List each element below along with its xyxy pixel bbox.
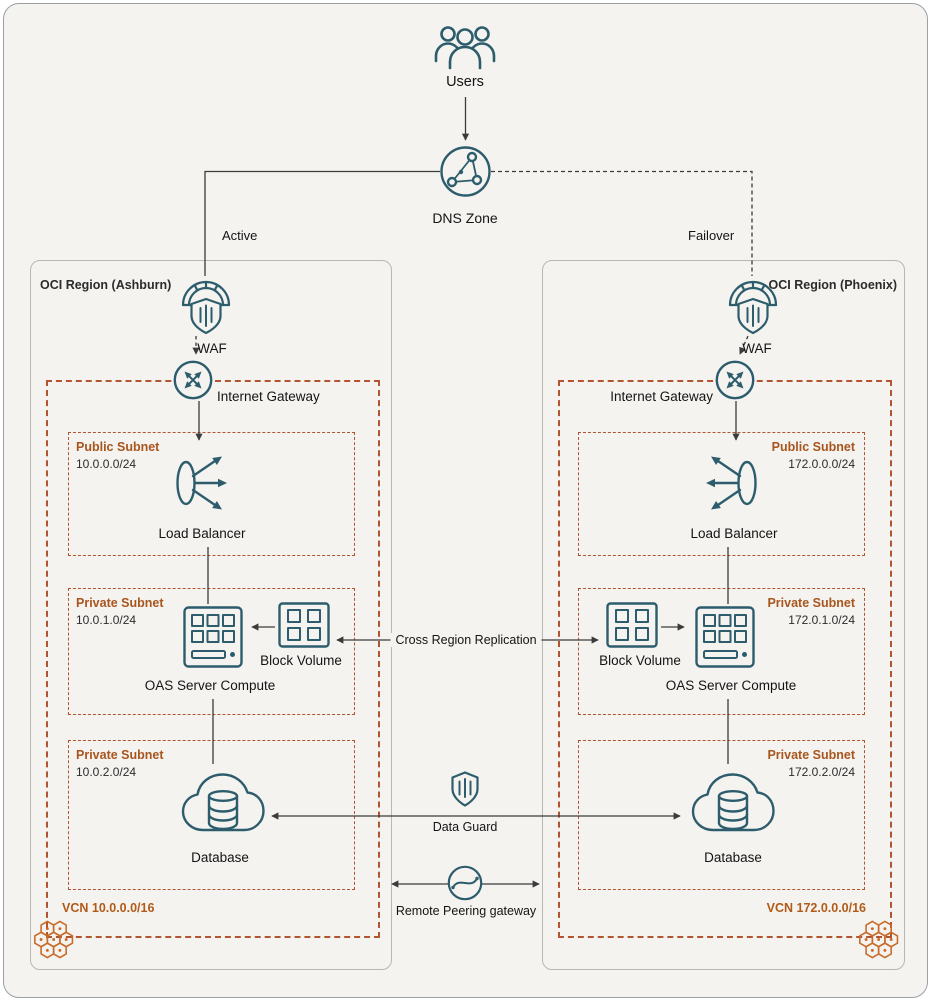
cross-region-replication-label: Cross Region Replication xyxy=(390,633,542,647)
internet-gateway-icon-phoenix xyxy=(715,360,755,400)
active-path-label: Active xyxy=(222,228,258,243)
waf-label-phoenix: WAF xyxy=(742,341,772,356)
public-subnet-title-ashburn: Public Subnet xyxy=(76,440,160,454)
block-volume-label-ashburn: Block Volume xyxy=(260,653,342,668)
load-balancer-label-phoenix: Load Balancer xyxy=(690,526,778,541)
block-volume-icon-ashburn xyxy=(278,602,330,648)
region-box-phoenix xyxy=(542,260,905,970)
public-subnet-cidr-phoenix: 172.0.0.0/24 xyxy=(788,457,855,471)
private-subnet-app-cidr-phoenix: 172.0.1.0/24 xyxy=(788,613,855,627)
private-subnet-app-box-phoenix xyxy=(578,588,865,715)
waf-icon-phoenix xyxy=(728,280,778,335)
public-subnet-title-phoenix: Public Subnet xyxy=(771,440,855,454)
oas-compute-label-ashburn: OAS Server Compute xyxy=(144,678,276,693)
remote-peering-gateway-label: Remote Peering gateway xyxy=(395,904,537,918)
oas-compute-icon-phoenix xyxy=(695,606,755,668)
data-guard-shield-icon xyxy=(451,771,479,807)
connector-waf-to-igw-phoenix xyxy=(739,335,749,355)
honeycomb-decoration-ashburn xyxy=(34,920,74,959)
dns-zone-label: DNS Zone xyxy=(432,210,498,226)
failover-path-label: Failover xyxy=(688,228,735,243)
private-subnet-db-title-ashburn: Private Subnet xyxy=(76,748,164,762)
private-subnet-app-box-ashburn xyxy=(68,588,355,715)
waf-label-ashburn: WAF xyxy=(197,341,227,356)
block-volume-label-phoenix: Block Volume xyxy=(599,653,681,668)
internet-gateway-icon-ashburn xyxy=(173,360,213,400)
oas-compute-icon-ashburn xyxy=(183,606,243,668)
private-subnet-db-cidr-ashburn: 10.0.2.0/24 xyxy=(76,765,137,779)
internet-gateway-label-phoenix: Internet Gateway xyxy=(610,389,713,404)
connector-dns-to-waf-phoenix xyxy=(491,170,753,276)
private-subnet-app-title-ashburn: Private Subnet xyxy=(76,596,164,610)
block-volume-icon-phoenix xyxy=(606,602,658,648)
vcn-box-ashburn xyxy=(46,380,380,938)
load-balancer-icon-ashburn xyxy=(176,456,227,510)
internet-gateway-label-ashburn: Internet Gateway xyxy=(217,389,320,404)
region-title-ashburn: OCI Region (Ashburn) xyxy=(40,278,172,292)
private-subnet-app-title-phoenix: Private Subnet xyxy=(767,596,855,610)
database-icon-ashburn xyxy=(181,773,265,832)
private-subnet-db-cidr-phoenix: 172.0.2.0/24 xyxy=(788,765,855,779)
users-icon xyxy=(434,26,496,70)
dns-zone-icon xyxy=(440,146,491,197)
database-label-phoenix: Database xyxy=(704,850,762,865)
public-subnet-cidr-ashburn: 10.0.0.0/24 xyxy=(76,457,137,471)
region-box-ashburn xyxy=(30,260,392,970)
waf-icon-ashburn xyxy=(181,280,231,335)
remote-peering-gateway-icon xyxy=(447,865,483,901)
honeycomb-decoration-phoenix xyxy=(859,920,899,959)
database-label-ashburn: Database xyxy=(191,850,249,865)
vcn-label-ashburn: VCN 10.0.0.0/16 xyxy=(62,901,155,915)
oas-compute-label-phoenix: OAS Server Compute xyxy=(665,678,797,693)
load-balancer-label-ashburn: Load Balancer xyxy=(158,526,246,541)
diagram-frame xyxy=(3,3,928,998)
users-label: Users xyxy=(446,74,484,90)
vcn-label-phoenix: VCN 172.0.0.0/16 xyxy=(766,901,866,915)
public-subnet-box-ashburn xyxy=(68,432,355,556)
public-subnet-box-phoenix xyxy=(578,432,865,556)
database-icon-phoenix xyxy=(691,773,775,832)
load-balancer-icon-phoenix xyxy=(706,456,757,510)
region-title-phoenix: OCI Region (Phoenix) xyxy=(768,278,897,292)
private-subnet-db-title-phoenix: Private Subnet xyxy=(767,748,855,762)
private-subnet-app-cidr-ashburn: 10.0.1.0/24 xyxy=(76,613,137,627)
data-guard-label: Data Guard xyxy=(432,820,498,834)
connector-dns-to-waf-ashburn xyxy=(204,170,440,276)
